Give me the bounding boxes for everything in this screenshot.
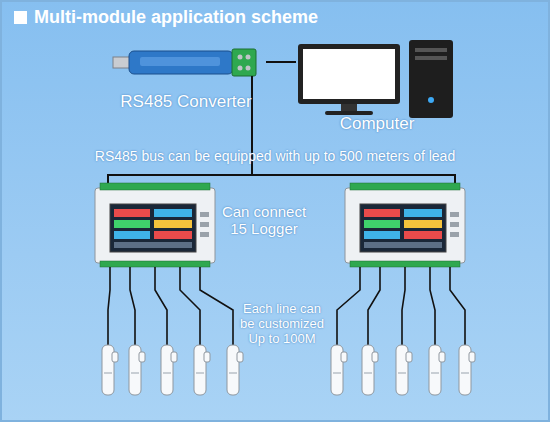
annotation-text: RS485 bus can be equipped with up to 500… <box>60 148 490 164</box>
logger-left <box>95 183 215 267</box>
diagram-title: Multi-module application scheme <box>34 7 318 28</box>
usb-cable <box>266 62 296 63</box>
title-square <box>14 11 27 24</box>
device-label: Computer <box>340 114 415 134</box>
computer-node: Computer <box>296 36 458 134</box>
annotation-text: Each line can be customized Up to 100M <box>236 302 328 347</box>
device-label: RS485 Converter <box>120 92 251 112</box>
logger-right <box>345 183 465 267</box>
annotation-text: Can connect 15 Logger <box>216 203 312 238</box>
converter-node: RS485 Converter <box>106 40 266 112</box>
